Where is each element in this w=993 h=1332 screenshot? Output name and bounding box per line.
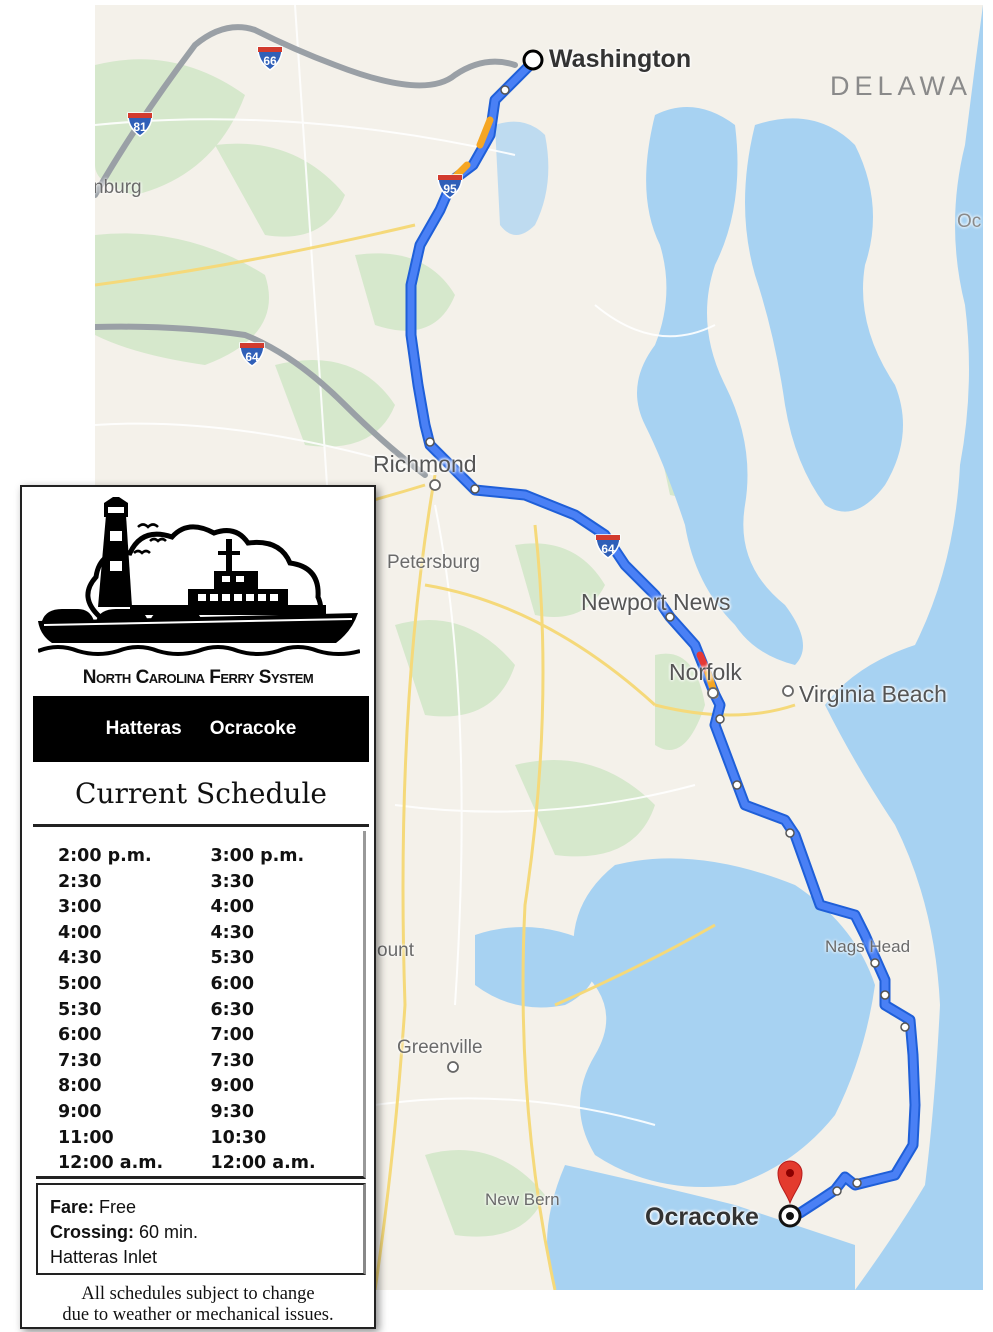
city-label-new-bern: New Bern bbox=[485, 1190, 560, 1209]
hatteras-departure-time: 3:00 bbox=[58, 897, 102, 918]
ocracoke-departure-time: 9:30 bbox=[210, 1101, 255, 1122]
city-label-norfolk: Norfolk bbox=[669, 659, 742, 685]
shield-number-64-west: 64 bbox=[245, 350, 259, 364]
schedule-row: 12:00 a.m. 12:00 a.m. bbox=[58, 1151, 363, 1177]
route-to: Ocracoke bbox=[209, 718, 297, 739]
schedule-row: 2:00 p.m. 3:00 p.m. bbox=[58, 844, 363, 870]
alternate-routes bbox=[95, 24, 518, 478]
schedule-row: 4:00 4:30 bbox=[58, 921, 363, 947]
ocracoke-departure-time: 7:30 bbox=[210, 1050, 255, 1071]
schedule-disclaimer: All schedules subject to change due to w… bbox=[22, 1284, 374, 1326]
interstate-shield-icon: 95 bbox=[435, 173, 465, 199]
schedule-row: 6:00 7:00 bbox=[58, 1023, 363, 1049]
destination-label: Ocracoke bbox=[645, 1203, 759, 1231]
hatteras-departure-time: 4:30 bbox=[58, 948, 102, 969]
ocracoke-departure-time: 4:30 bbox=[210, 922, 255, 943]
hatteras-departure-time: 12:00 a.m. bbox=[58, 1153, 164, 1174]
ocracoke-departure-time: 4:00 bbox=[210, 897, 255, 918]
city-label-virginia-beach: Virginia Beach bbox=[799, 681, 947, 707]
city-label-oc: Oc bbox=[957, 211, 982, 232]
fare-value: Free bbox=[99, 1197, 137, 1217]
hatteras-departure-time: 5:00 bbox=[58, 973, 102, 994]
ocracoke-departure-time: 7:00 bbox=[210, 1025, 255, 1046]
ferry-system-name: North Carolina Ferry System bbox=[82, 667, 314, 688]
interstate-shield-icon: 66 bbox=[255, 45, 285, 71]
fare-row: Fare: Free bbox=[50, 1195, 363, 1220]
city-label-burg: nburg bbox=[95, 177, 142, 198]
schedule-row: 11:00 10:30 bbox=[58, 1126, 363, 1152]
inlet-name: Hatteras Inlet bbox=[50, 1247, 158, 1267]
origin-label: Washington bbox=[549, 45, 692, 73]
route-waypoints bbox=[425, 85, 910, 1196]
hatteras-departure-time: 6:00 bbox=[58, 1025, 102, 1046]
interstate-shield-icon: 81 bbox=[125, 111, 155, 137]
hatteras-departure-time: 5:30 bbox=[58, 999, 102, 1020]
shield-number-81: 81 bbox=[133, 120, 147, 134]
interstate-shield-icon: 64 bbox=[237, 341, 267, 367]
shield-number-64-east: 64 bbox=[601, 542, 615, 556]
schedule-title: Current Schedule bbox=[33, 763, 369, 827]
hatteras-departure-time: 11:00 bbox=[58, 1127, 114, 1148]
ocracoke-departure-time: 12:00 a.m. bbox=[210, 1153, 316, 1174]
city-label-greenville: Greenville bbox=[397, 1037, 483, 1058]
ocracoke-departure-time: 3:30 bbox=[210, 871, 255, 892]
schedule-row: 8:00 9:00 bbox=[58, 1074, 363, 1100]
hatteras-departure-time: 9:00 bbox=[58, 1101, 102, 1122]
schedule-row: 5:30 6:30 bbox=[58, 998, 363, 1024]
disclaimer-line-2: due to weather or mechanical issues. bbox=[62, 1305, 334, 1325]
ferry-info-box: Fare: Free Crossing: 60 min. Hatteras In… bbox=[36, 1183, 366, 1275]
hatteras-departure-time: 2:30 bbox=[58, 871, 102, 892]
hatteras-departure-time: 7:30 bbox=[58, 1050, 102, 1071]
shield-number-95: 95 bbox=[443, 182, 457, 196]
hatteras-departure-time: 4:00 bbox=[58, 922, 102, 943]
fare-label: Fare: bbox=[50, 1197, 95, 1217]
schedule-row: 3:00 4:00 bbox=[58, 895, 363, 921]
shield-number-66: 66 bbox=[263, 54, 277, 68]
ferry-system-logo bbox=[38, 497, 360, 656]
disclaimer-line-1: All schedules subject to change bbox=[81, 1284, 315, 1304]
interstate-shield-icon: 64 bbox=[593, 533, 623, 559]
schedule-row: 7:30 7:30 bbox=[58, 1049, 363, 1075]
ocracoke-departure-time: 5:30 bbox=[210, 948, 255, 969]
hatteras-departure-time: 2:00 p.m. bbox=[58, 846, 152, 866]
city-dots bbox=[429, 479, 794, 1073]
city-label-richmond: Richmond bbox=[373, 451, 477, 477]
hatteras-departure-time: 8:00 bbox=[58, 1076, 102, 1097]
crossing-row: Crossing: 60 min. bbox=[50, 1220, 363, 1245]
route-from: Hatteras bbox=[105, 718, 182, 739]
city-label-nags-head: Nags Head bbox=[825, 937, 911, 956]
destination-pin-icon bbox=[777, 1160, 803, 1228]
ocracoke-departure-time: 10:30 bbox=[210, 1127, 267, 1148]
ferry-route-bar: Hatteras Ocracoke bbox=[33, 696, 369, 762]
city-label-petersburg: Petersburg bbox=[387, 552, 480, 573]
state-label-delaware: DELAWA bbox=[830, 71, 973, 101]
city-label-mount: ount bbox=[377, 940, 414, 961]
schedule-row: 4:30 5:30 bbox=[58, 946, 363, 972]
schedule-row: 2:30 3:30 bbox=[58, 870, 363, 896]
schedule-row: 9:00 9:30 bbox=[58, 1100, 363, 1126]
ocracoke-departure-time: 6:00 bbox=[210, 973, 255, 994]
ocracoke-departure-time: 9:00 bbox=[210, 1076, 255, 1097]
crossing-label: Crossing: bbox=[50, 1222, 135, 1242]
schedule-row: 5:00 6:00 bbox=[58, 972, 363, 998]
ocracoke-departure-time: 6:30 bbox=[210, 999, 255, 1020]
city-label-newport-news: Newport News bbox=[581, 589, 731, 615]
ocracoke-departure-time: 3:00 p.m. bbox=[210, 846, 305, 866]
crossing-value: 60 min. bbox=[139, 1222, 199, 1242]
ferry-schedule-card: North Carolina Ferry System Hatteras Ocr… bbox=[20, 485, 376, 1329]
origin-circle-icon bbox=[522, 49, 544, 71]
water-bodies bbox=[475, 5, 983, 1290]
